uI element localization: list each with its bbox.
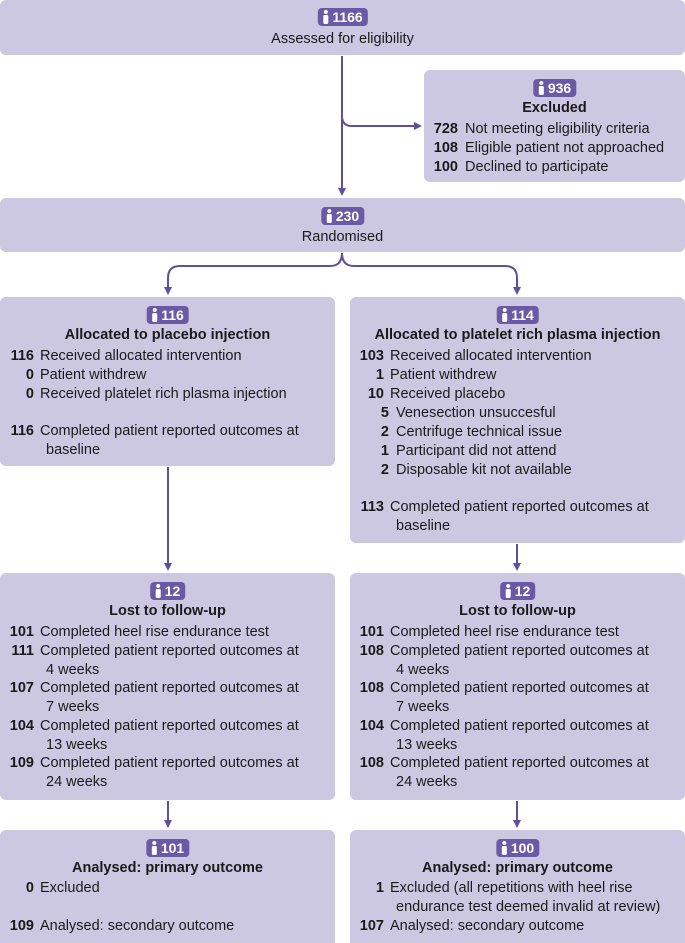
excluded-title: Excluded: [522, 100, 587, 116]
count-value: 116: [161, 307, 184, 323]
count-badge: 1166: [317, 8, 368, 26]
placebo-followup-title: Lost to follow-up: [109, 603, 226, 619]
count-value: 1166: [332, 9, 363, 25]
person-icon: [150, 841, 158, 855]
arrow-to-excluded: [341, 115, 422, 130]
placebo-allocation-title: Allocated to placebo injection: [64, 327, 271, 343]
prp-followup-box: 12 Lost to follow-up 101 Completed heel …: [350, 573, 685, 800]
person-icon: [150, 308, 158, 322]
count-value: 12: [514, 583, 531, 599]
assessed-label: Assessed for eligibility: [271, 31, 414, 47]
placebo-analysed-title: Analysed: primary outcome: [72, 860, 263, 876]
prp-analysed-box: 100 Analysed: primary outcome 1 Excluded…: [350, 830, 685, 943]
prp-allocation-title: Allocated to platelet rich plasma inject…: [374, 327, 661, 343]
arrow-split: [164, 252, 343, 295]
person-icon: [500, 308, 508, 322]
person-icon: [321, 10, 329, 24]
count-badge: 101: [145, 839, 190, 857]
prp-followup-title: Lost to follow-up: [459, 603, 576, 619]
placebo-analysed-box: 101 Analysed: primary outcome 0 Excluded…: [0, 830, 335, 943]
count-badge: 12: [499, 582, 536, 600]
placebo-followup-box: 12 Lost to follow-up 101 Completed heel …: [0, 573, 335, 800]
person-icon: [154, 584, 162, 598]
count-badge: 12: [149, 582, 186, 600]
count-badge: 114: [496, 306, 539, 324]
count-badge: 936: [532, 79, 577, 97]
assessed-box: 1166 Assessed for eligibility: [0, 0, 685, 55]
person-icon: [500, 841, 508, 855]
prp-allocation-box: 114 Allocated to platelet rich plasma in…: [350, 297, 685, 543]
count-badge: 100: [495, 839, 540, 857]
count-value: 936: [547, 80, 572, 96]
prp-analysed-title: Analysed: primary outcome: [422, 860, 613, 876]
count-value: 230: [335, 208, 360, 224]
excluded-box: 936 Excluded 728 Not meeting eligibility…: [424, 70, 685, 182]
person-icon: [325, 209, 333, 223]
randomised-box: 230 Randomised: [0, 198, 685, 252]
count-badge: 230: [320, 207, 365, 225]
count-badge: 116: [146, 306, 189, 324]
person-icon: [537, 81, 545, 95]
count-value: 12: [164, 583, 181, 599]
person-icon: [504, 584, 512, 598]
count-value: 100: [510, 840, 535, 856]
placebo-allocation-box: 116 Allocated to placebo injection 116 R…: [0, 297, 335, 466]
randomised-label: Randomised: [301, 229, 384, 245]
count-value: 101: [160, 840, 185, 856]
arrow-split-right: [341, 252, 521, 295]
count-value: 114: [511, 307, 534, 323]
